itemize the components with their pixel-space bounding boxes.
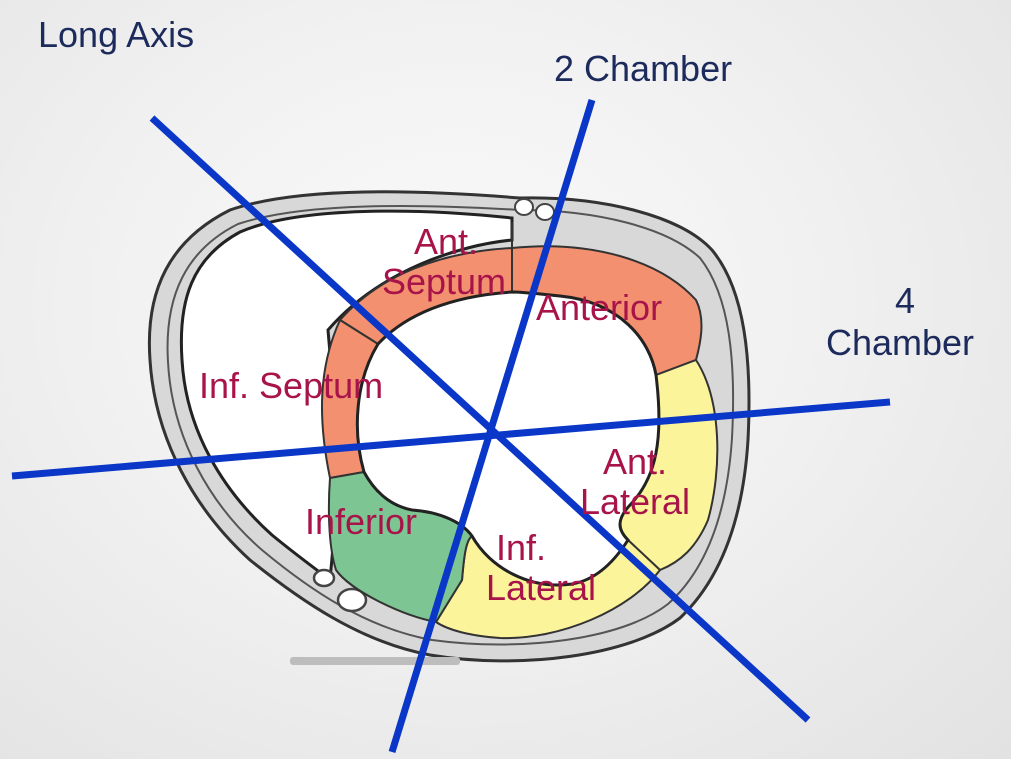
label-anterior-septum-line2: Septum [381, 261, 507, 302]
label-inferior-septum: Inf. Septum [199, 365, 384, 406]
coronary-vessel [535, 203, 555, 221]
faint-copyright-mark [290, 657, 460, 665]
label-four-chamber: 4 Chamber [800, 280, 1000, 364]
label-two-chamber: 2 Chamber [554, 48, 733, 89]
coronary-vessel [312, 568, 336, 588]
label-inferolateral: Inf. Lateral [466, 528, 616, 608]
label-inferolateral-line1: Inf. [495, 527, 547, 568]
label-anterior: Anterior [536, 287, 663, 328]
label-anterolateral: Ant. Lateral [560, 442, 710, 522]
plane-line-long-axis [149, 115, 811, 723]
label-four-chamber-line2: Chamber [825, 322, 975, 363]
label-anterior-septum: Ant. Septum [355, 222, 533, 302]
coronary-vessel [336, 587, 368, 613]
plane-line-four-chamber [11, 398, 891, 480]
plane-line-two-chamber [388, 98, 596, 754]
label-anterolateral-line2: Lateral [579, 481, 691, 522]
coronary-vessel [514, 198, 534, 216]
label-four-chamber-line1: 4 [894, 280, 916, 321]
label-inferolateral-line2: Lateral [485, 567, 597, 608]
label-anterior-septum-line1: Ant. [413, 221, 479, 262]
label-inferior: Inferior [305, 501, 418, 542]
label-anterolateral-line1: Ant. [602, 441, 668, 482]
label-long-axis: Long Axis [38, 14, 195, 55]
